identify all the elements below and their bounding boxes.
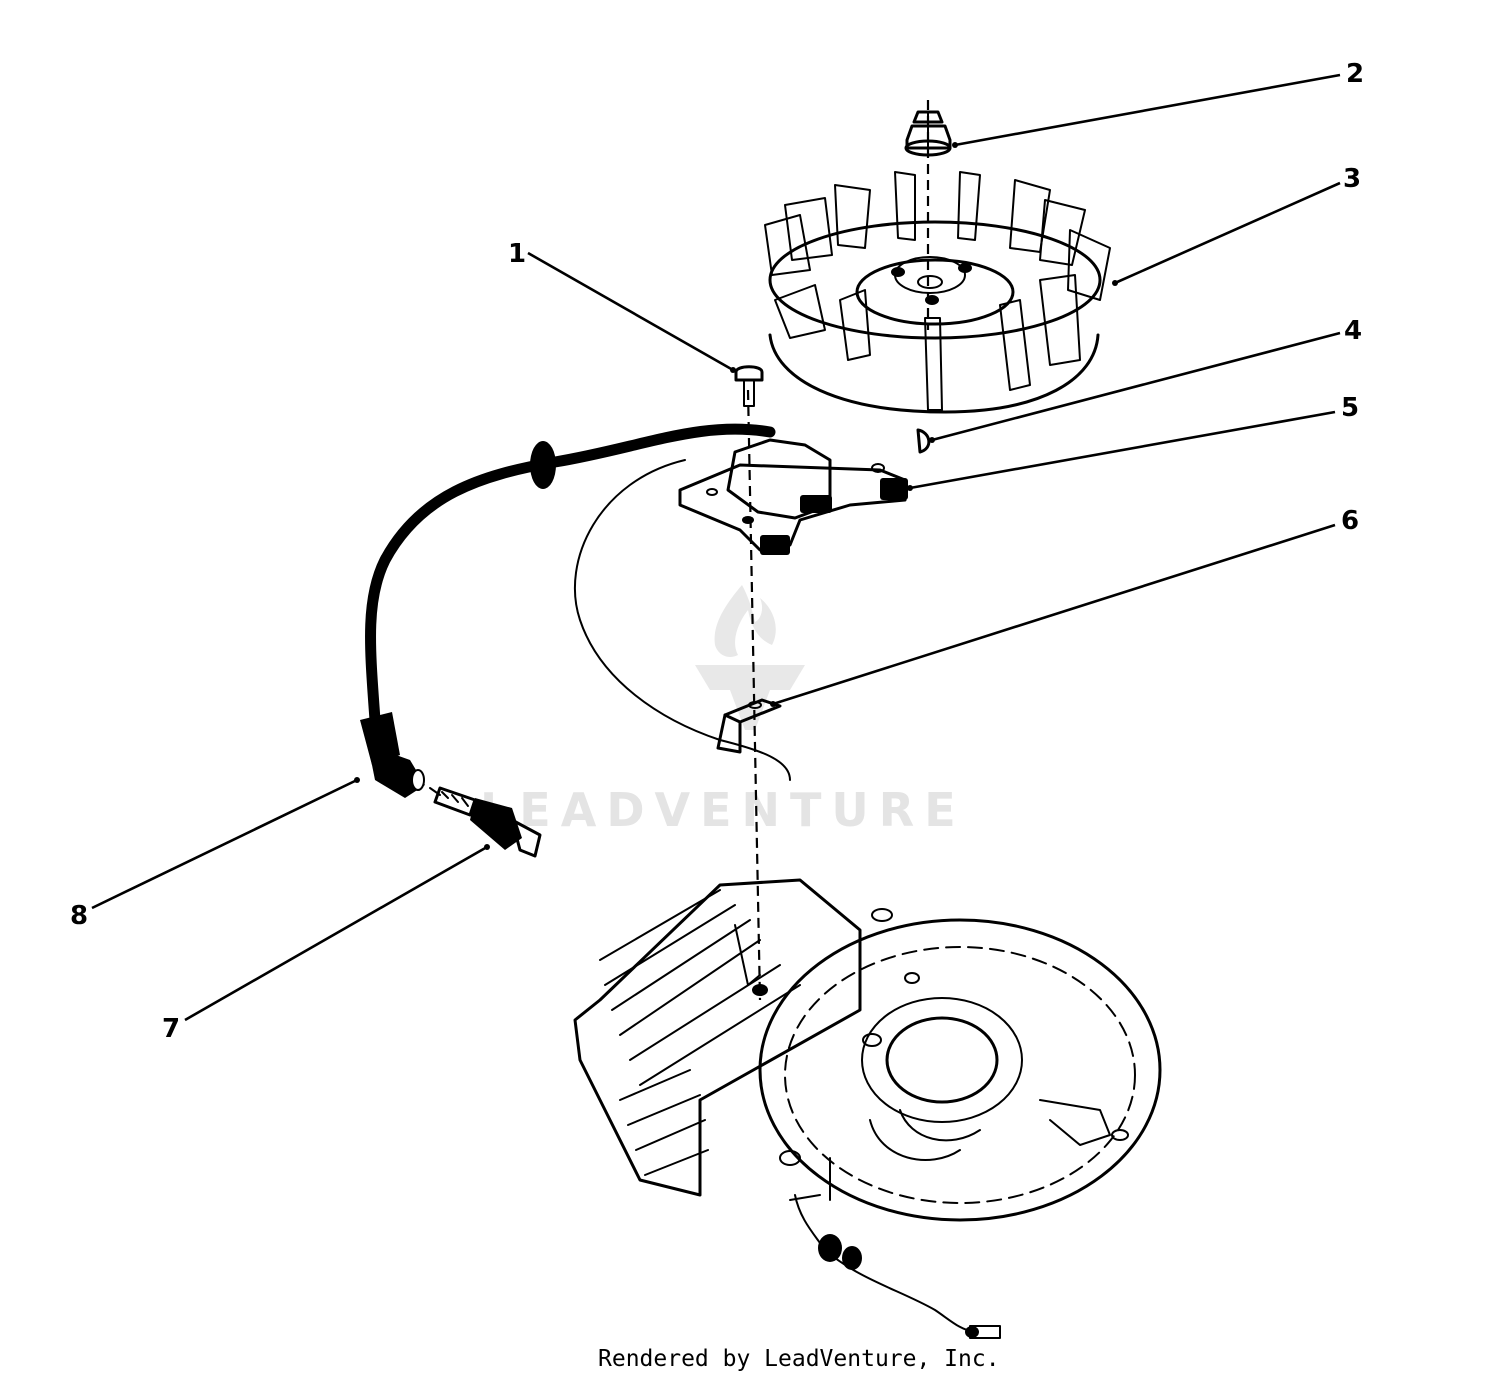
callout-4: 4 (929, 316, 1362, 443)
watermark: LEADVENTURE (480, 585, 966, 837)
callout-2: 2 (952, 59, 1364, 148)
callout-5-label: 5 (1341, 393, 1359, 423)
callout-1-label: 1 (508, 239, 526, 269)
ground-wire (573, 459, 791, 781)
callout-8: 8 (70, 777, 360, 931)
flange-nut (904, 110, 952, 157)
wire-clip (716, 698, 782, 754)
ignition-lead (360, 423, 776, 798)
screw (734, 365, 764, 407)
callout-6: 6 (770, 506, 1359, 707)
callout-8-label: 8 (70, 901, 88, 931)
woodruff-key (916, 428, 931, 454)
callout-6-label: 6 (1341, 506, 1359, 536)
callout-4-label: 4 (1344, 316, 1362, 346)
engine-block (573, 878, 1162, 1222)
callout-3-label: 3 (1343, 164, 1361, 194)
callout-7-label: 7 (162, 1014, 180, 1044)
spark-plug (429, 786, 542, 858)
callout-7: 7 (162, 844, 490, 1044)
footer-credit: Rendered by LeadVenture, Inc. (598, 1346, 1000, 1372)
ignition-module (678, 438, 908, 555)
stop-switch-lead (794, 1194, 1001, 1339)
flywheel (764, 171, 1111, 414)
watermark-text: LEADVENTURE (480, 783, 966, 837)
callout-1: 1 (508, 239, 736, 373)
callout-5: 5 (907, 393, 1359, 491)
callout-3: 3 (1112, 164, 1361, 286)
callout-2-label: 2 (1346, 59, 1364, 89)
watermark-logo (695, 585, 805, 730)
